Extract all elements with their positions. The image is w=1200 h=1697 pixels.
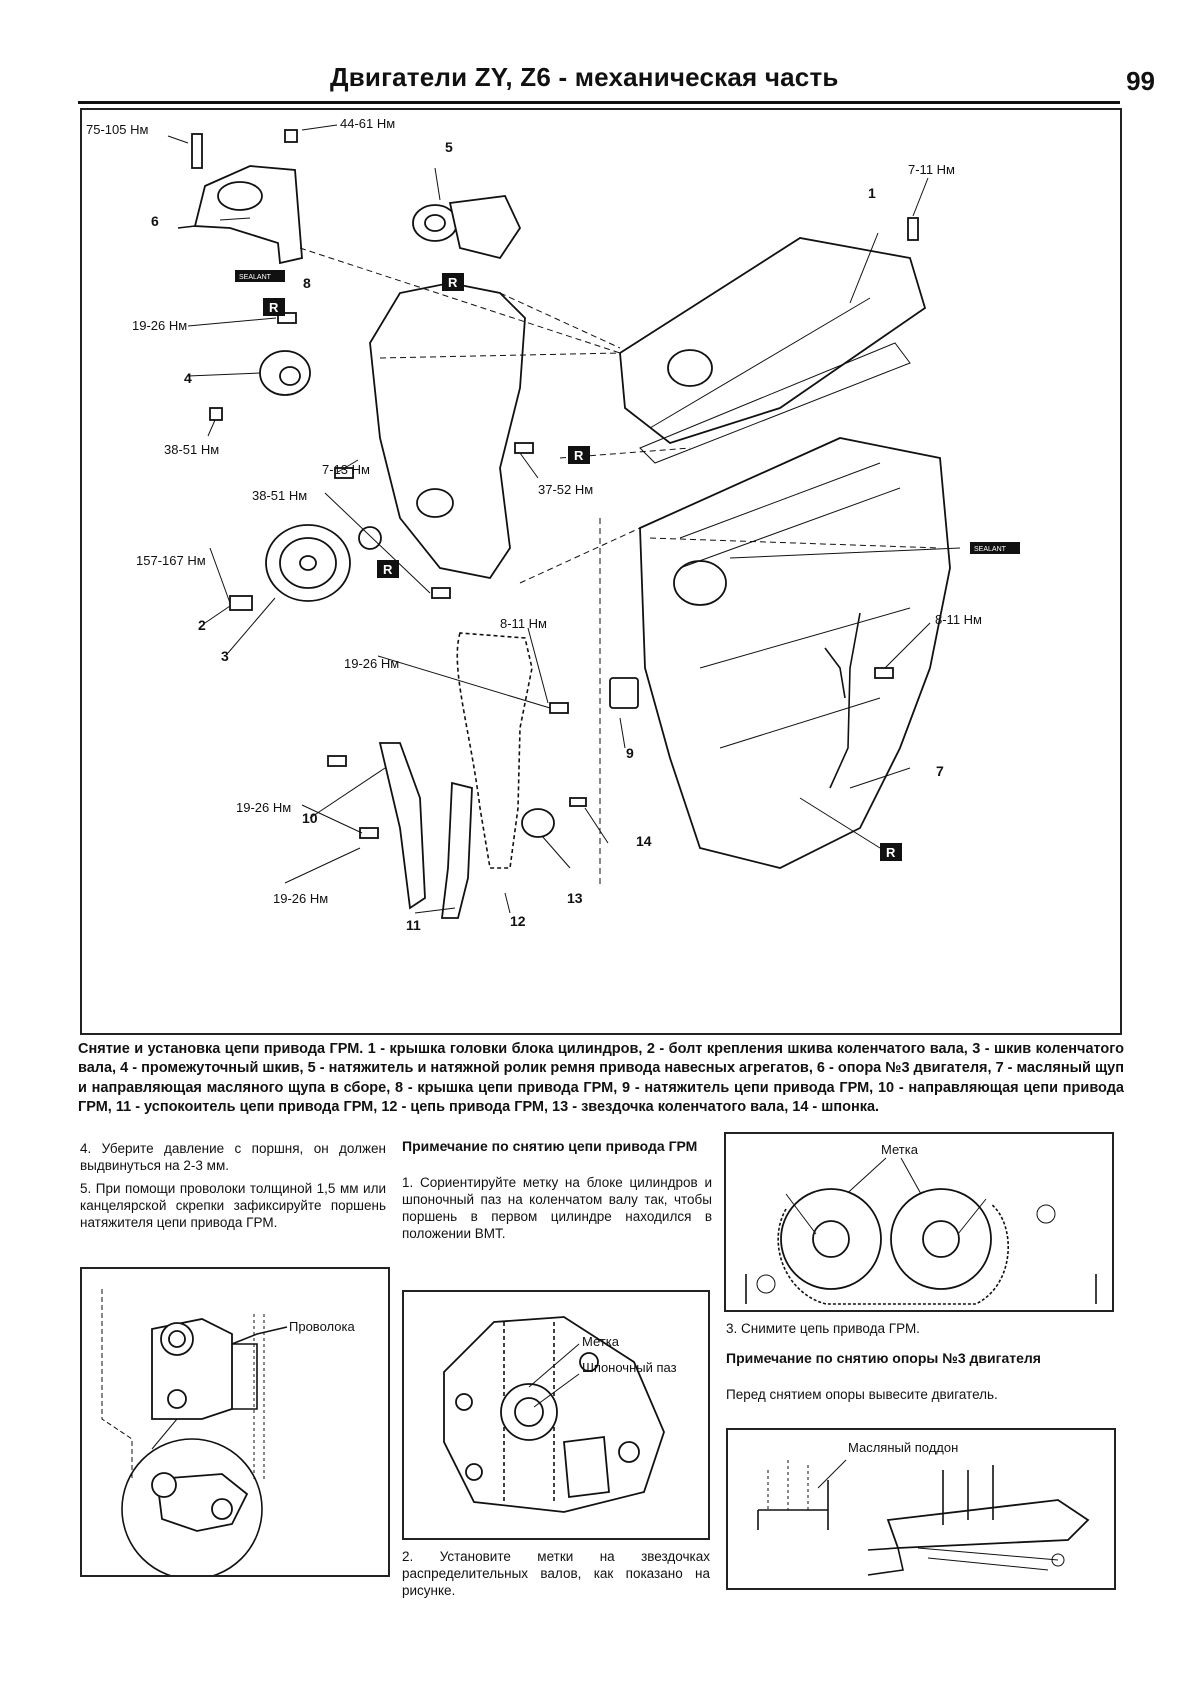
svg-text:SEALANT: SEALANT <box>974 546 1007 553</box>
torque-label: 7-13 Нм <box>322 462 370 477</box>
valve-cover <box>619 237 927 464</box>
torque-label: 38-51 Нм <box>164 442 219 457</box>
torque-label: 75-105 Нм <box>86 122 148 137</box>
step-1-text: 1. Сориентируйте метку на блоке цилиндро… <box>402 1175 712 1241</box>
svg-text:R: R <box>448 275 458 290</box>
note-title-chain-removal: Примечание по снятию цепи привода ГРМ <box>402 1138 698 1154</box>
callout-number: 8 <box>303 275 311 291</box>
svg-text:R: R <box>269 300 279 315</box>
header-divider <box>78 101 1120 104</box>
figure-cam-marks: Метка <box>724 1132 1114 1312</box>
timing-chain-cover <box>358 282 526 580</box>
sealant-tag: SEALANT <box>235 270 285 282</box>
figure-tensioner-wire: Проволока <box>80 1267 390 1580</box>
page-number: 99 <box>1126 66 1155 96</box>
callout-number: 2 <box>198 617 206 633</box>
leader-lines <box>167 124 961 914</box>
belt-tensioner <box>412 195 522 260</box>
page-title: Двигатели ZY, Z6 - механическая часть <box>330 62 839 92</box>
chain-tensioner <box>609 677 639 709</box>
mark-label: Метка <box>582 1334 620 1349</box>
callout-number: 10 <box>302 810 318 826</box>
torque-label: 19-26 Нм <box>344 656 399 671</box>
callout-number: 1 <box>868 185 876 201</box>
bolts <box>209 217 919 839</box>
torque-label: 19-26 Нм <box>273 891 328 906</box>
oilpan-label: Масляный поддон <box>848 1440 958 1455</box>
crank-mark-drawing: Метка Шпоночный паз <box>443 1316 677 1513</box>
replace-badge: R <box>880 843 902 861</box>
marks-label: Метка <box>881 1142 919 1157</box>
callout-number: 14 <box>636 833 652 849</box>
callout-number: 4 <box>184 370 192 386</box>
engine-mount <box>177 129 303 265</box>
figure-engine-support: Масляный поддон <box>726 1428 1116 1590</box>
callout-number: 7 <box>936 763 944 779</box>
main-figure-frame <box>80 108 1122 1035</box>
torque-label: 7-11 Нм <box>908 162 955 177</box>
callout-number: 13 <box>567 890 583 906</box>
timing-chain-set <box>378 632 587 919</box>
svg-text:R: R <box>574 448 584 463</box>
keyway-label: Шпоночный паз <box>582 1360 677 1375</box>
replace-badge: R <box>263 298 285 316</box>
step-3-text: 3. Снимите цепь привода ГРМ. <box>726 1321 920 1336</box>
torque-label: 44-61 Нм <box>340 116 395 131</box>
callout-number: 5 <box>445 139 453 155</box>
step-2-text: 2. Установите метки на звездочках распре… <box>402 1549 710 1598</box>
figure-caption: Снятие и установка цепи привода ГРМ. 1 -… <box>78 1041 1124 1115</box>
torque-label: 8-11 Нм <box>935 612 982 627</box>
callout-number: 3 <box>221 648 229 664</box>
replace-badge: R <box>377 560 399 578</box>
engine-block <box>639 437 951 869</box>
replace-badge: R <box>442 273 464 291</box>
note-mount-text: Перед снятием опоры вывесите двигатель. <box>726 1387 998 1402</box>
torque-label: 37-52 Нм <box>538 482 593 497</box>
torque-label: 157-167 Нм <box>136 553 206 568</box>
note-title-mount-removal: Примечание по снятию опоры №3 двигателя <box>726 1350 1041 1366</box>
figure-crank-mark: Метка Шпоночный паз <box>402 1290 710 1540</box>
wire-label: Проволока <box>289 1319 355 1334</box>
replace-badge: R <box>568 446 590 464</box>
cam-marks-drawing: Метка <box>745 1142 1097 1305</box>
torque-label: 38-51 Нм <box>252 488 307 503</box>
callout-number: 9 <box>626 745 634 761</box>
tensioner-wire-drawing: Проволока <box>101 1289 355 1580</box>
dipstick <box>824 612 861 789</box>
svg-text:SEALANT: SEALANT <box>239 274 272 281</box>
engine-support-drawing: Масляный поддон <box>757 1440 1090 1576</box>
torque-label: 8-11 Нм <box>500 616 547 631</box>
sealant-tag: SEALANT <box>970 542 1020 554</box>
step-5-text: 5. При помощи проволоки толщиной 1,5 мм … <box>80 1181 386 1230</box>
step-4-text: 4. Уберите давление с поршня, он должен … <box>80 1141 386 1173</box>
callout-number: 11 <box>406 917 421 933</box>
svg-text:R: R <box>383 562 393 577</box>
exploded-view-diagram: 75-105 Нм 44-61 Нм 7-11 Нм 19-26 Нм 38-5… <box>86 116 1020 933</box>
idler-pulley <box>259 350 311 396</box>
torque-label: 19-26 Нм <box>236 800 291 815</box>
torque-label: 19-26 Нм <box>132 318 187 333</box>
callout-number: 6 <box>151 213 159 229</box>
svg-text:R: R <box>886 845 896 860</box>
callout-number: 12 <box>510 913 526 929</box>
crankshaft-pulley <box>229 524 351 611</box>
